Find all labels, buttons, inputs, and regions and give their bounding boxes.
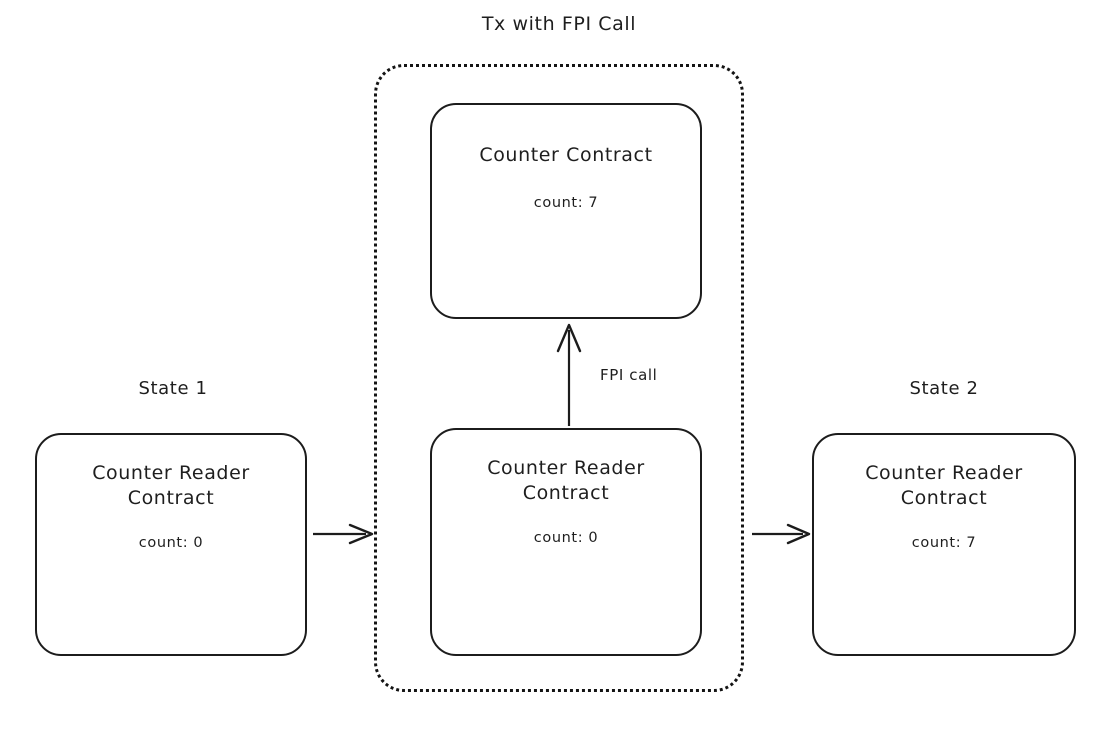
- node-counter-reader-in-tx[interactable]: Counter Reader Contract count: 0: [430, 428, 702, 656]
- node-counter-reader-state-2[interactable]: Counter Reader Contract count: 7: [812, 433, 1076, 656]
- edge-label-fpi-call: FPI call: [600, 366, 658, 384]
- tx-group-container: [374, 64, 744, 692]
- node-counter-reader-in-tx-title: Counter Reader Contract: [487, 457, 645, 504]
- node-counter-reader-state-1-title: Counter Reader Contract: [92, 462, 250, 509]
- node-counter-reader-state-2-title: Counter Reader Contract: [865, 462, 1023, 509]
- node-counter-reader-in-tx-count: count: 0: [533, 530, 599, 546]
- node-counter-contract-title: Counter Contract: [479, 144, 653, 166]
- node-counter-contract[interactable]: Counter Contract count: 7: [430, 103, 702, 319]
- node-counter-reader-state-1[interactable]: Counter Reader Contract count: 0: [35, 433, 307, 656]
- node-counter-reader-state-2-count: count: 7: [911, 535, 977, 551]
- arrow-state1-to-tx: [313, 523, 374, 545]
- state-2-label: State 2: [909, 378, 979, 399]
- state-1-label: State 1: [138, 378, 208, 399]
- arrow-tx-to-state2: [752, 523, 811, 545]
- diagram-title: Tx with FPI Call: [481, 13, 637, 35]
- node-counter-contract-count: count: 7: [533, 195, 599, 211]
- node-counter-reader-state-1-count: count: 0: [138, 535, 204, 551]
